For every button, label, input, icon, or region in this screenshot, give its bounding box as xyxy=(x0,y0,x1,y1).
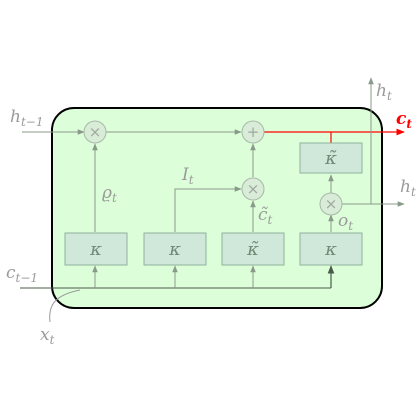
h-t-right-label: ht xyxy=(400,177,416,199)
xt-curve xyxy=(49,289,81,323)
gate-box-2: κ xyxy=(143,232,207,266)
h-prev-label: ht−1 xyxy=(10,107,43,129)
o-t-label: ot xyxy=(338,211,353,233)
multiply-op-3-symbol: × xyxy=(325,195,338,213)
multiply-op-1: × xyxy=(83,120,107,144)
plus-op-symbol: + xyxy=(247,123,260,141)
gate-label-3: κ̃ xyxy=(246,239,259,260)
gate2-path-arrow xyxy=(174,186,242,232)
multiply-op-2: × xyxy=(241,177,265,201)
i-t-label: It xyxy=(181,165,194,187)
gate-label-4: κ xyxy=(324,239,337,260)
c-prev-label: ct−1 xyxy=(6,263,38,285)
gate-label-2: κ xyxy=(168,239,181,260)
multiply-op-3: × xyxy=(319,192,343,216)
c-tilde-label: c̃t xyxy=(258,205,273,227)
rho-t-label: ϱt xyxy=(102,183,117,205)
gate-box-5: κ̃ xyxy=(299,142,363,174)
gate-label-1: κ xyxy=(89,239,102,260)
gate-box-4: κ xyxy=(299,232,363,266)
gate-box-1: κ xyxy=(64,232,128,266)
plus-op: + xyxy=(241,120,265,144)
c-t-label: ct xyxy=(396,109,412,131)
x-t-label: xt xyxy=(40,325,55,347)
gate-label-5: κ̃ xyxy=(324,148,337,169)
multiply-op-2-symbol: × xyxy=(247,180,260,198)
gate-box-3: κ̃ xyxy=(221,232,285,266)
multiply-op-1-symbol: × xyxy=(89,123,102,141)
h-t-top-label: ht xyxy=(376,81,392,103)
